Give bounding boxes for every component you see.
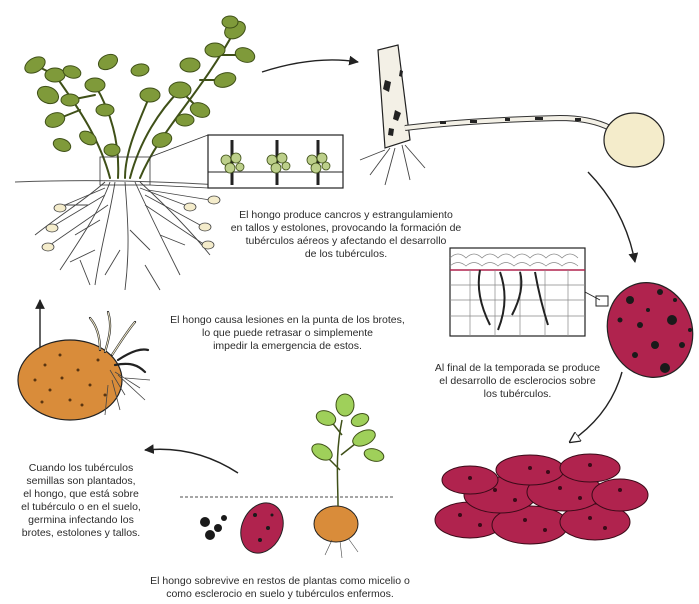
- stem-canker-illustration: [360, 45, 664, 185]
- caption-sprout-lesions: El hongo causa lesiones en la punta de l…: [145, 314, 430, 353]
- arrow-plant-to-stem: [262, 60, 358, 72]
- soil-survival-scene: [180, 394, 395, 560]
- caption-seed-infection: Cuando los tubérculos semillas son plant…: [6, 462, 156, 540]
- diseased-tuber-pile: [435, 454, 648, 544]
- caption-sclerotia-formation: Al final de la temporada se produce el d…: [410, 362, 625, 401]
- tuber-tissue-inset: [450, 248, 608, 336]
- caption-stem-cankers: El hongo produce cancros y estrangulamie…: [216, 209, 476, 261]
- aerial-tubers-inset: [208, 135, 343, 188]
- arrow-soil-to-seed: [145, 449, 238, 473]
- sprouting-seed-tuber: [18, 312, 150, 420]
- caption-survival: El hongo sobrevive en restos de plantas …: [120, 575, 440, 601]
- arrow-stem-to-tuber: [588, 172, 635, 262]
